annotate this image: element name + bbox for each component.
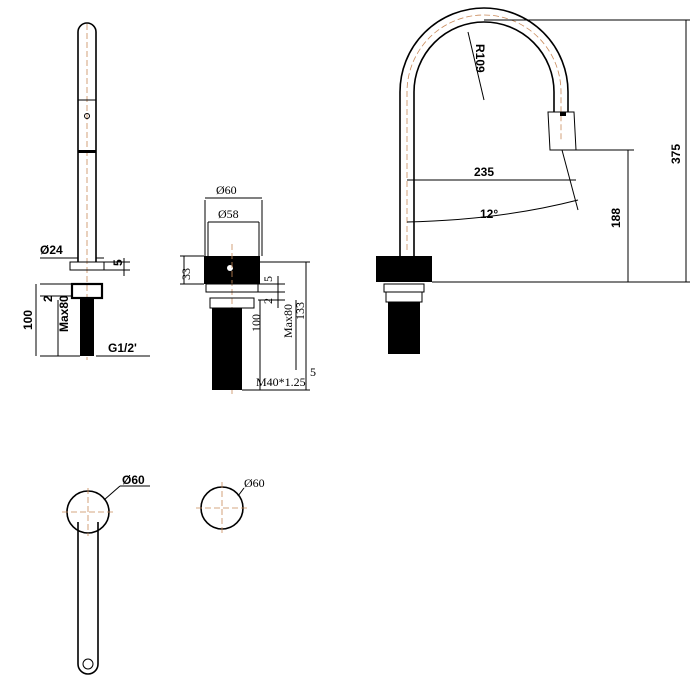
- side-thread-label: G1/2': [108, 341, 137, 355]
- front-inner-arc: [413, 21, 555, 256]
- front-angle-arc: [406, 199, 579, 223]
- side-shank: [80, 298, 94, 356]
- base-thread-label: M40*1.25: [256, 375, 306, 389]
- side-band: [78, 150, 96, 153]
- front-angle-label: 12°: [480, 207, 498, 221]
- base-133-label: 133: [293, 302, 307, 320]
- side-view: Ø24 5 2 Max80 100 G1/2': [21, 22, 150, 360]
- top2-d60-label: Ø60: [244, 476, 265, 490]
- front-outer-arc: [399, 7, 569, 256]
- side-button: [84, 113, 90, 119]
- base-shank: [212, 308, 242, 390]
- base-view: Ø60 Ø58 33 5 2 100 Max80 133 M40*1.25 5: [179, 183, 316, 396]
- side-dia-label: Ø24: [40, 243, 63, 257]
- front-shank: [388, 302, 420, 354]
- base-d58-label: Ø58: [218, 207, 239, 221]
- base-h33-label: 33: [179, 268, 193, 280]
- side-nut-label: 5: [111, 259, 125, 266]
- base-100-label: 100: [249, 314, 263, 332]
- top-spout-tip: [82, 658, 94, 670]
- base-screw: [227, 265, 233, 271]
- front-nut: [385, 291, 423, 303]
- base-edge-label: 5: [310, 365, 316, 379]
- front-knurl-ring: [376, 256, 432, 282]
- base-max-label: Max80: [281, 304, 295, 338]
- side-gap-label: 2: [41, 295, 55, 302]
- side-len-label: 100: [21, 310, 35, 330]
- front-deck: [383, 283, 425, 293]
- side-spout-body: [77, 22, 97, 262]
- front-spray-head: [547, 111, 577, 151]
- top-spout-outline: [77, 522, 99, 675]
- side-max-label: Max80: [57, 295, 71, 332]
- front-375-label: 375: [669, 144, 683, 164]
- front-radius-leader: [467, 31, 485, 101]
- base-5-label: 5: [261, 276, 275, 282]
- front-r-label: R109: [473, 44, 487, 73]
- side-deck: [69, 261, 105, 271]
- base-2-label: 2: [261, 298, 275, 304]
- front-188-label: 188: [609, 208, 623, 228]
- front-view: R109 235 12° 188 375: [376, 7, 690, 354]
- front-reach-label: 235: [474, 165, 494, 179]
- top-view: Ø60: [62, 473, 150, 675]
- top-d60-label: Ø60: [122, 473, 145, 487]
- front-spray-band: [560, 112, 566, 116]
- base-d60-label: Ø60: [216, 183, 237, 197]
- top-base-view: Ø60: [196, 476, 265, 534]
- base-deck: [205, 283, 259, 293]
